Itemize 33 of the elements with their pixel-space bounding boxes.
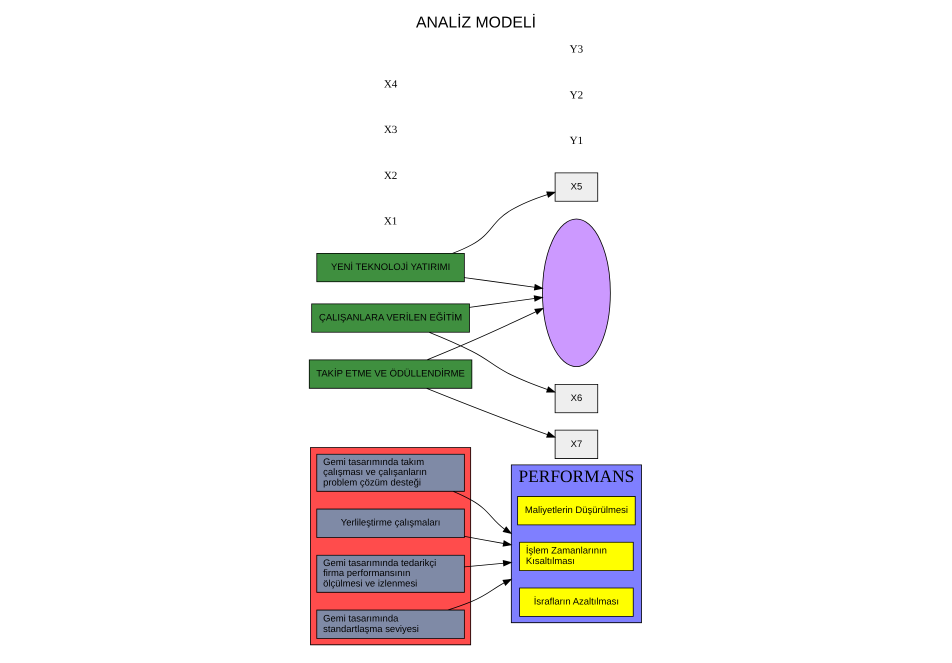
node-box: X5 <box>554 172 598 202</box>
arrow <box>464 536 512 547</box>
node-box: X7 <box>554 430 598 459</box>
node-box: Yerlileştirme çalışmaları <box>316 508 465 538</box>
node-ellipse <box>542 218 611 368</box>
arrow <box>428 332 556 393</box>
arrow <box>426 308 544 360</box>
node-box: Gemi tasarımında tedarikçi firma performansının ölçülmesi ve izlenmesi <box>316 554 465 593</box>
arrow <box>426 388 556 438</box>
label: Y2 <box>570 89 584 102</box>
label: X1 <box>384 216 398 228</box>
label: X3 <box>384 124 398 136</box>
node-box: Gemi tasarımında takım çalışması ve çalışanların problem çözüm desteği <box>316 454 465 492</box>
node-box: Gemi tasarımında standartlaşma seviyesi <box>316 610 465 639</box>
node-box: YENİ TEKNOLOJİ YATIRIMI <box>316 252 465 282</box>
node-box: Maliyetlerin Düşürülmesi <box>517 496 636 526</box>
label: Y3 <box>570 44 584 56</box>
label: Y1 <box>570 135 584 148</box>
node-box: İsrafların Azaltılması <box>519 588 634 617</box>
arrow <box>464 277 544 290</box>
label: X2 <box>384 170 398 182</box>
diagram-title: ANALİZ MODELİ <box>416 14 536 32</box>
label: X4 <box>384 78 398 90</box>
arrow <box>469 295 544 308</box>
arrow <box>452 490 512 534</box>
cluster <box>310 447 472 646</box>
node-box: İşlem Zamanlarının Kısaltılması <box>519 542 634 572</box>
node-box: ÇALIŞANLARA VERİLEN EĞİTİM <box>311 303 470 333</box>
arrow <box>452 191 556 254</box>
node-box: TAKİP ETME VE ÖDÜLLENDİRME <box>308 360 472 389</box>
arrow <box>464 560 512 568</box>
node-box: X6 <box>554 384 598 414</box>
arrow <box>447 578 512 610</box>
